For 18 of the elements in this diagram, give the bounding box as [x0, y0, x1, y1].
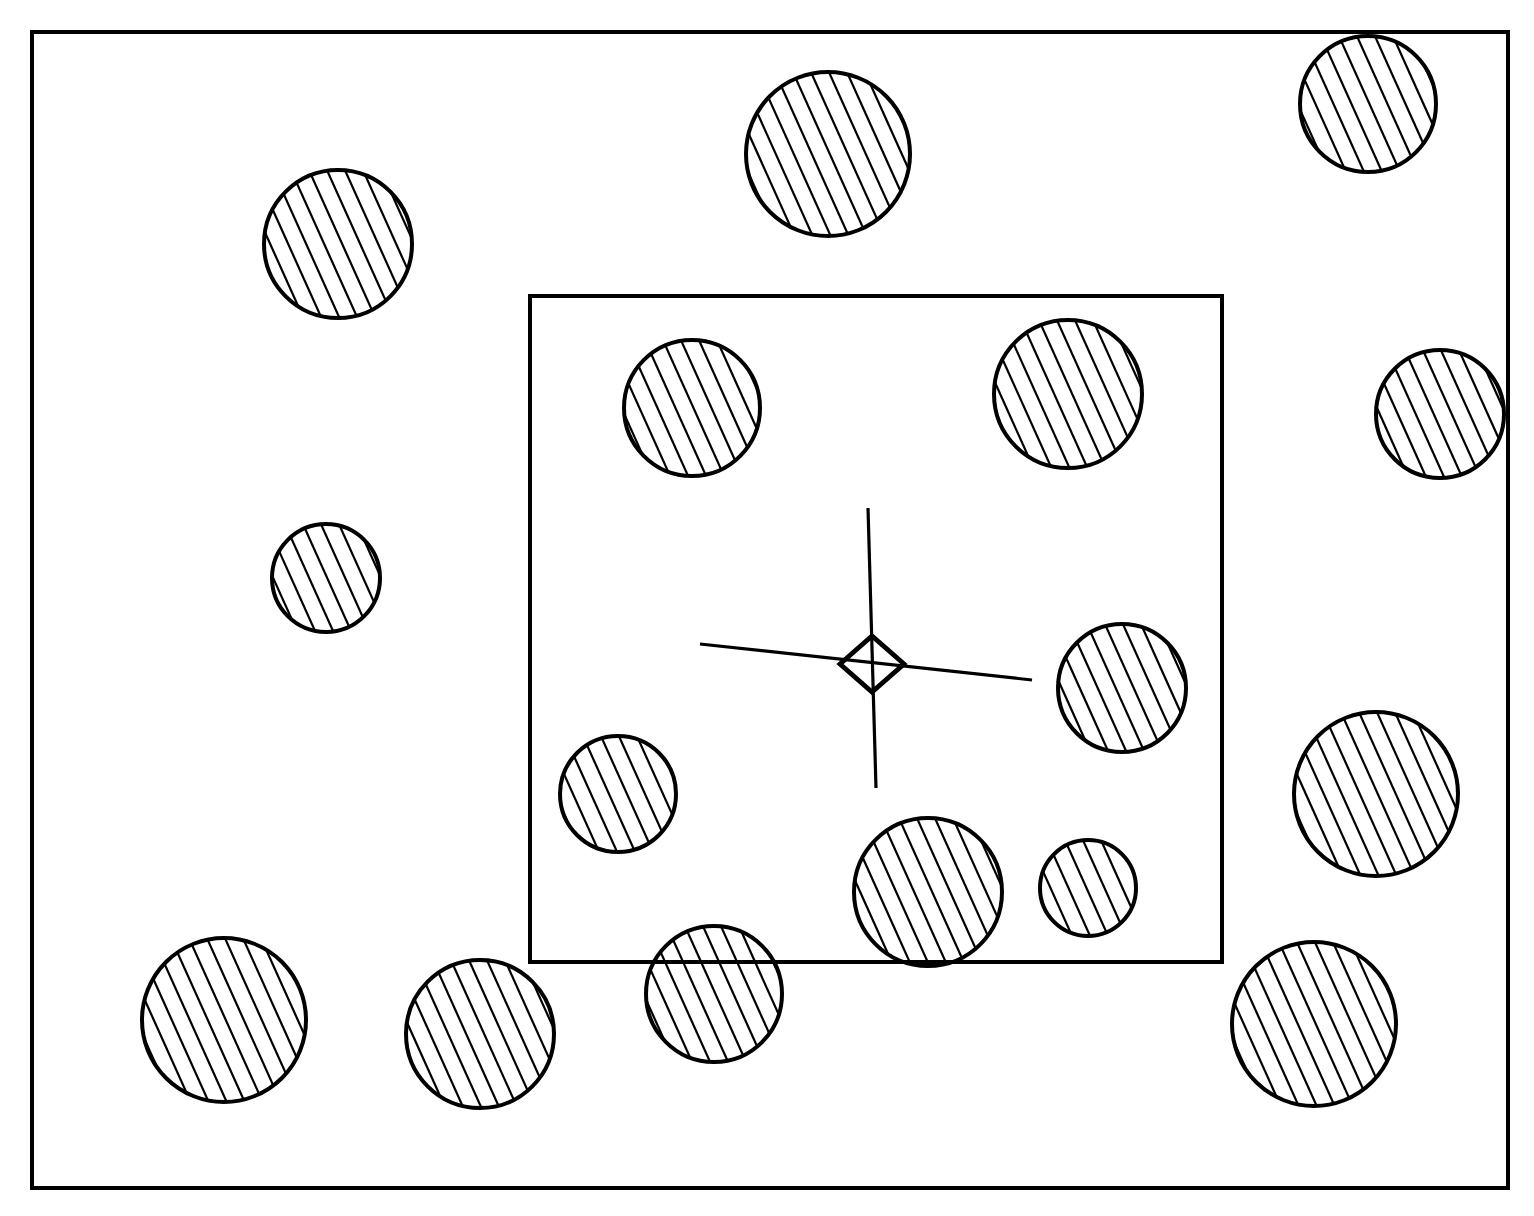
hatched-circle — [1230, 940, 1398, 1108]
hatched-circle — [1038, 838, 1138, 938]
hatched-circle — [558, 734, 678, 854]
hatched-circle — [270, 522, 382, 634]
hatched-circle — [1374, 348, 1506, 480]
hatched-circle — [262, 168, 414, 320]
hatched-circle — [1298, 34, 1438, 174]
hatched-circle — [992, 318, 1144, 470]
hatched-circle — [852, 816, 1004, 968]
outer-frame — [30, 30, 1510, 1190]
hatched-circle — [744, 70, 912, 238]
hatched-circle — [622, 338, 762, 478]
hatched-circle — [644, 924, 784, 1064]
inner-square — [528, 294, 1224, 964]
hatched-circle — [1056, 622, 1188, 754]
hatched-circle — [140, 936, 308, 1104]
hatched-circle — [1292, 710, 1460, 878]
hatched-circle — [404, 958, 556, 1110]
